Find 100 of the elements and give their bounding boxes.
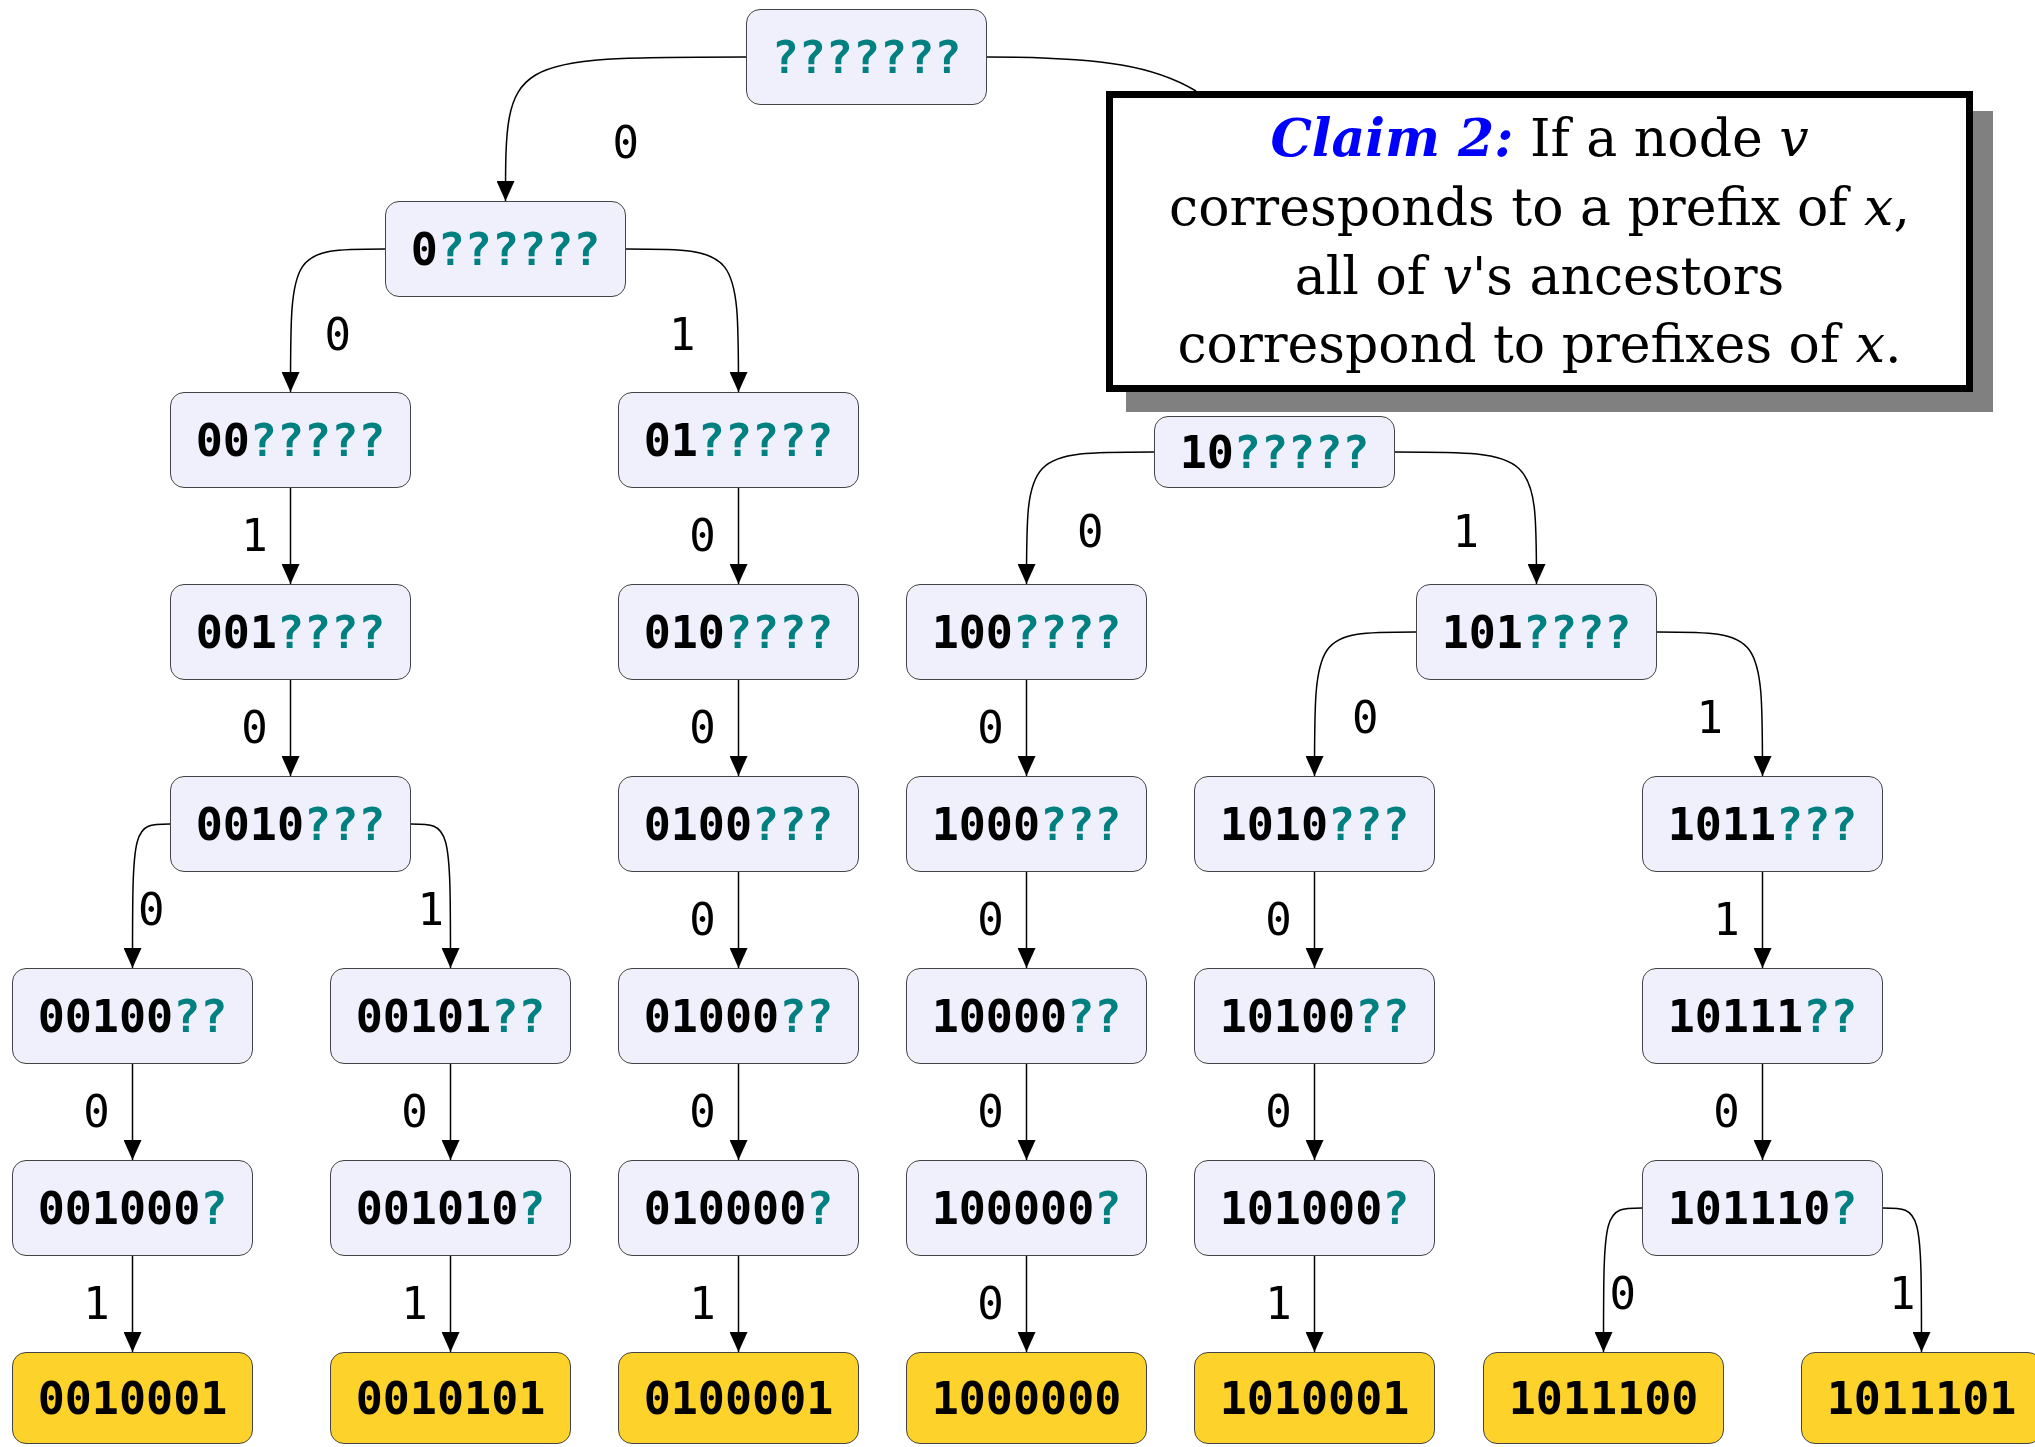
bit-string: 1010??? [1219,797,1410,851]
bit-string: 101110? [1667,1181,1858,1235]
bit-string: 00101?? [355,989,546,1043]
tree-node-box [1642,776,1883,872]
bit-string: 1010001 [1219,1371,1410,1425]
bit-string: 010000? [643,1181,834,1235]
bit-string: 1000??? [931,797,1122,851]
tree-node-box [1194,968,1435,1064]
bit-string: 01000?? [643,989,834,1043]
arrow [625,248,748,393]
tree-node-box [385,201,626,297]
arrow [1594,1207,1643,1353]
arrow [729,487,748,585]
arrow [1017,871,1036,969]
leaf-node-box [906,1352,1147,1444]
leaf-node-box [330,1352,571,1444]
tree-node-box [1194,1160,1435,1256]
bit-string: 101???? [1441,605,1632,659]
arrow [281,248,386,393]
arrow [410,823,460,969]
tree-node-box [746,9,987,105]
bit-string: 100???? [931,605,1122,659]
tree-node-box [618,1160,859,1256]
tree-node-box [330,968,571,1064]
claim-box [1106,91,1973,392]
tree-node-box [330,1160,571,1256]
tree-node-box [906,776,1147,872]
claim-text: Claim 2: If a node v corresponds to a prefix of x, all of v's ancestors correspond to prefixes of x. [1168,106,1911,377]
arrow [496,56,747,202]
bit-string: 10100?? [1219,989,1410,1043]
tree-node-box [12,968,253,1064]
tree-node-box [170,584,411,680]
arrow [1753,1063,1772,1161]
bit-string: 00????? [195,413,386,467]
arrow [123,1063,142,1161]
arrow [123,1255,142,1353]
bit-string: 100000? [931,1181,1122,1235]
tree-node-box [906,584,1147,680]
bit-string: 001???? [195,605,386,659]
arrow [123,823,171,969]
arrow [729,1255,748,1353]
bit-string: 0100001 [643,1371,834,1425]
leaf-node-box [1801,1352,2035,1444]
arrow [1017,451,1155,585]
bit-string: 1011101 [1826,1371,2017,1425]
arrow [281,679,300,777]
tree-node-box [618,776,859,872]
bit-string: 00100?? [37,989,228,1043]
arrow [1305,631,1417,777]
bit-string: 0010101 [355,1371,546,1425]
arrow [441,1255,460,1353]
arrow [1882,1207,1931,1353]
bit-string: 010???? [643,605,834,659]
bit-string: 10111?? [1667,989,1858,1043]
leaf-node-box [12,1352,253,1444]
tree-node-box [618,584,859,680]
arrow [281,487,300,585]
tree-node-box [170,776,411,872]
tree-node-box [618,392,859,488]
bit-string: 0100??? [643,797,834,851]
leaf-node-box [1194,1352,1435,1444]
arrow [1394,451,1546,585]
bit-string: 10????? [1179,425,1370,479]
tree-node-box [1642,1160,1883,1256]
arrow [1656,631,1772,777]
arrow [1305,1255,1324,1353]
arrow [1017,679,1036,777]
arrow [729,679,748,777]
tree-node-box [1416,584,1657,680]
arrow [1305,871,1324,969]
tree-node-box [12,1160,253,1256]
bit-string: 1011100 [1508,1371,1699,1425]
tree-node-box [906,1160,1147,1256]
bit-string: 0?????? [410,222,601,276]
tree-node-box [1154,416,1395,488]
arrow [441,1063,460,1161]
arrow [1305,1063,1324,1161]
bit-string: 1011??? [1667,797,1858,851]
connector-line [986,56,1197,92]
tree-node-box [1642,968,1883,1064]
bit-string: 001000? [37,1181,228,1235]
bit-string: 001010? [355,1181,546,1235]
arrow [729,1063,748,1161]
leaf-node-box [618,1352,859,1444]
bit-string: 101000? [1219,1181,1410,1235]
bit-string: 10000?? [931,989,1122,1043]
leaf-node-box [1483,1352,1724,1444]
bit-string: 01????? [643,413,834,467]
bit-string: 1000000 [931,1371,1122,1425]
tree-node-box [170,392,411,488]
arrow [1017,1063,1036,1161]
tree-node-box [1194,776,1435,872]
tree-node-box [906,968,1147,1064]
arrow [1017,1255,1036,1353]
bit-string: ??????? [771,30,962,84]
arrow [729,871,748,969]
tree-node-box [618,968,859,1064]
bit-string: 0010??? [195,797,386,851]
bit-string: 0010001 [37,1371,228,1425]
arrow [1753,871,1772,969]
